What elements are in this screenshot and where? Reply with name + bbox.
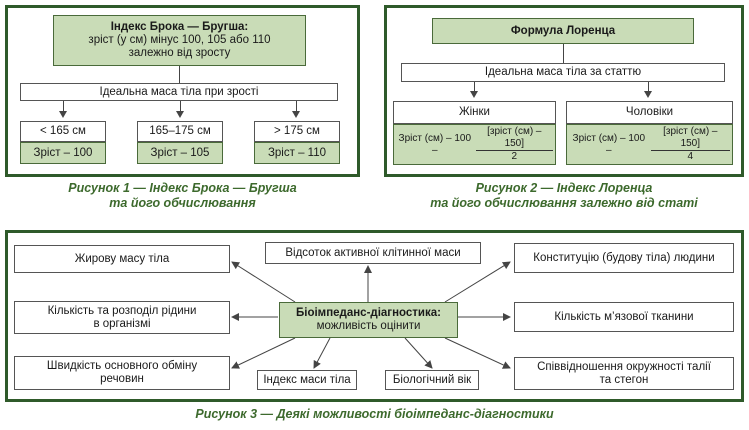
lorentz-women-label: Жінки (459, 106, 490, 118)
bia-fluid-box: Кількість та розподіл рідини в організмі (14, 301, 230, 334)
broca-formula-1-label: Зріст – 100 (33, 146, 93, 159)
lorentz-subtitle: Ідеальна маса тіла за статтю (484, 66, 642, 78)
bia-ratio-box: Співвідношення окружності талії та стего… (514, 357, 734, 390)
bia-metabolism-label: Швидкість основного обміну речовин (46, 360, 198, 385)
lorentz-title: Формула Лоренца (510, 24, 616, 37)
bia-center-title: Біоімпеданс-діагностика: (296, 307, 441, 319)
bia-fat-label: Жирову масу тіла (74, 252, 170, 265)
broca-formula-2-label: Зріст – 105 (150, 146, 210, 159)
figure1-caption-line2: та його обчислювання (109, 196, 256, 210)
bia-fat-box: Жирову масу тіла (14, 245, 230, 273)
lorentz-title-box: Формула Лоренца (432, 18, 694, 44)
figure2-caption-line2: та його обчислювання залежно від статі (430, 196, 698, 210)
bia-center-box: Біоімпеданс-діагностика: можливість оцін… (279, 302, 458, 338)
figure1-caption: Рисунок 1 — Індекс Брока — Бругша та йог… (5, 181, 360, 211)
bia-center-text: можливість оцінити (316, 320, 421, 332)
lorentz-women-prefix: Зріст (см) – 100 – (398, 132, 472, 156)
broca-range-2: 165–175 см (137, 121, 223, 142)
bia-metabolism-box: Швидкість основного обміну речовин (14, 356, 230, 390)
lorentz-subtitle-box: Ідеальна маса тіла за статтю (401, 63, 725, 82)
bia-cell-label: Відсоток активної клітинної маси (285, 246, 461, 259)
bia-muscle-box: Кількість м’язової тканини (514, 302, 734, 332)
lorentz-men-prefix: Зріст (см) – 100 – (572, 132, 646, 156)
figure2-caption: Рисунок 2 — Індекс Лоренца та його обчис… (384, 181, 744, 211)
figure3-caption-line: Рисунок 3 — Деякі можливості біоімпеданс… (195, 407, 554, 421)
lorentz-women-den: 2 (511, 151, 518, 162)
broca-formula-3-label: Зріст – 110 (267, 146, 327, 159)
bia-muscle-label: Кількість м’язової тканини (554, 310, 694, 323)
broca-subtitle-box: Ідеальна маса тіла при зрості (20, 83, 338, 101)
lorentz-men-formula: Зріст (см) – 100 – [зріст (см) – 150] 4 (566, 124, 733, 165)
broca-title-text: зріст (у см) мінус 100, 105 або 110 зале… (88, 34, 271, 59)
bia-ratio-label: Співвідношення окружності талії та стего… (537, 360, 711, 386)
lorentz-women-num: [зріст (см) – 150] (475, 126, 553, 151)
bia-bmi-label: Індекс маси тіла (263, 373, 351, 386)
broca-formula-1: Зріст – 100 (20, 142, 106, 164)
lorentz-men-num: [зріст (см) – 150] (650, 126, 730, 151)
broca-title-box: Індекс Брока — Бругша: зріст (у см) міну… (53, 15, 306, 66)
lorentz-women-label-box: Жінки (393, 101, 556, 124)
broca-range-1-label: < 165 см (40, 125, 86, 137)
bia-constitution-label: Конституцію (будову тіла) людини (533, 251, 715, 264)
broca-formula-3: Зріст – 110 (254, 142, 340, 164)
figure1-caption-line1: Рисунок 1 — Індекс Брока — Бругша (68, 181, 297, 195)
bia-constitution-box: Конституцію (будову тіла) людини (514, 243, 734, 273)
broca-range-1: < 165 см (20, 121, 106, 142)
lorentz-men-label: Чоловіки (625, 106, 674, 118)
bia-fluid-label: Кількість та розподіл рідини в організмі (47, 304, 197, 330)
bia-cell-box: Відсоток активної клітинної маси (265, 242, 481, 264)
lorentz-men-den: 4 (687, 151, 694, 162)
lorentz-women-formula: Зріст (см) – 100 – [зріст (см) – 150] 2 (393, 124, 556, 165)
broca-range-2-label: 165–175 см (149, 125, 211, 137)
broca-range-3: > 175 см (254, 121, 340, 142)
lorentz-men-label-box: Чоловіки (566, 101, 733, 124)
figure3-caption: Рисунок 3 — Деякі можливості біоімпеданс… (5, 407, 744, 422)
broca-title: Індекс Брока — Бругша: (110, 21, 249, 33)
broca-formula-2: Зріст – 105 (137, 142, 223, 164)
bia-bioage-label: Біологічний вік (392, 373, 472, 386)
bia-bmi-box: Індекс маси тіла (257, 370, 357, 390)
broca-subtitle: Ідеальна маса тіла при зрості (99, 85, 259, 98)
broca-range-3-label: > 175 см (274, 125, 320, 137)
figure2-caption-line1: Рисунок 2 — Індекс Лоренца (475, 181, 653, 195)
bia-bioage-box: Біологічний вік (385, 370, 479, 390)
